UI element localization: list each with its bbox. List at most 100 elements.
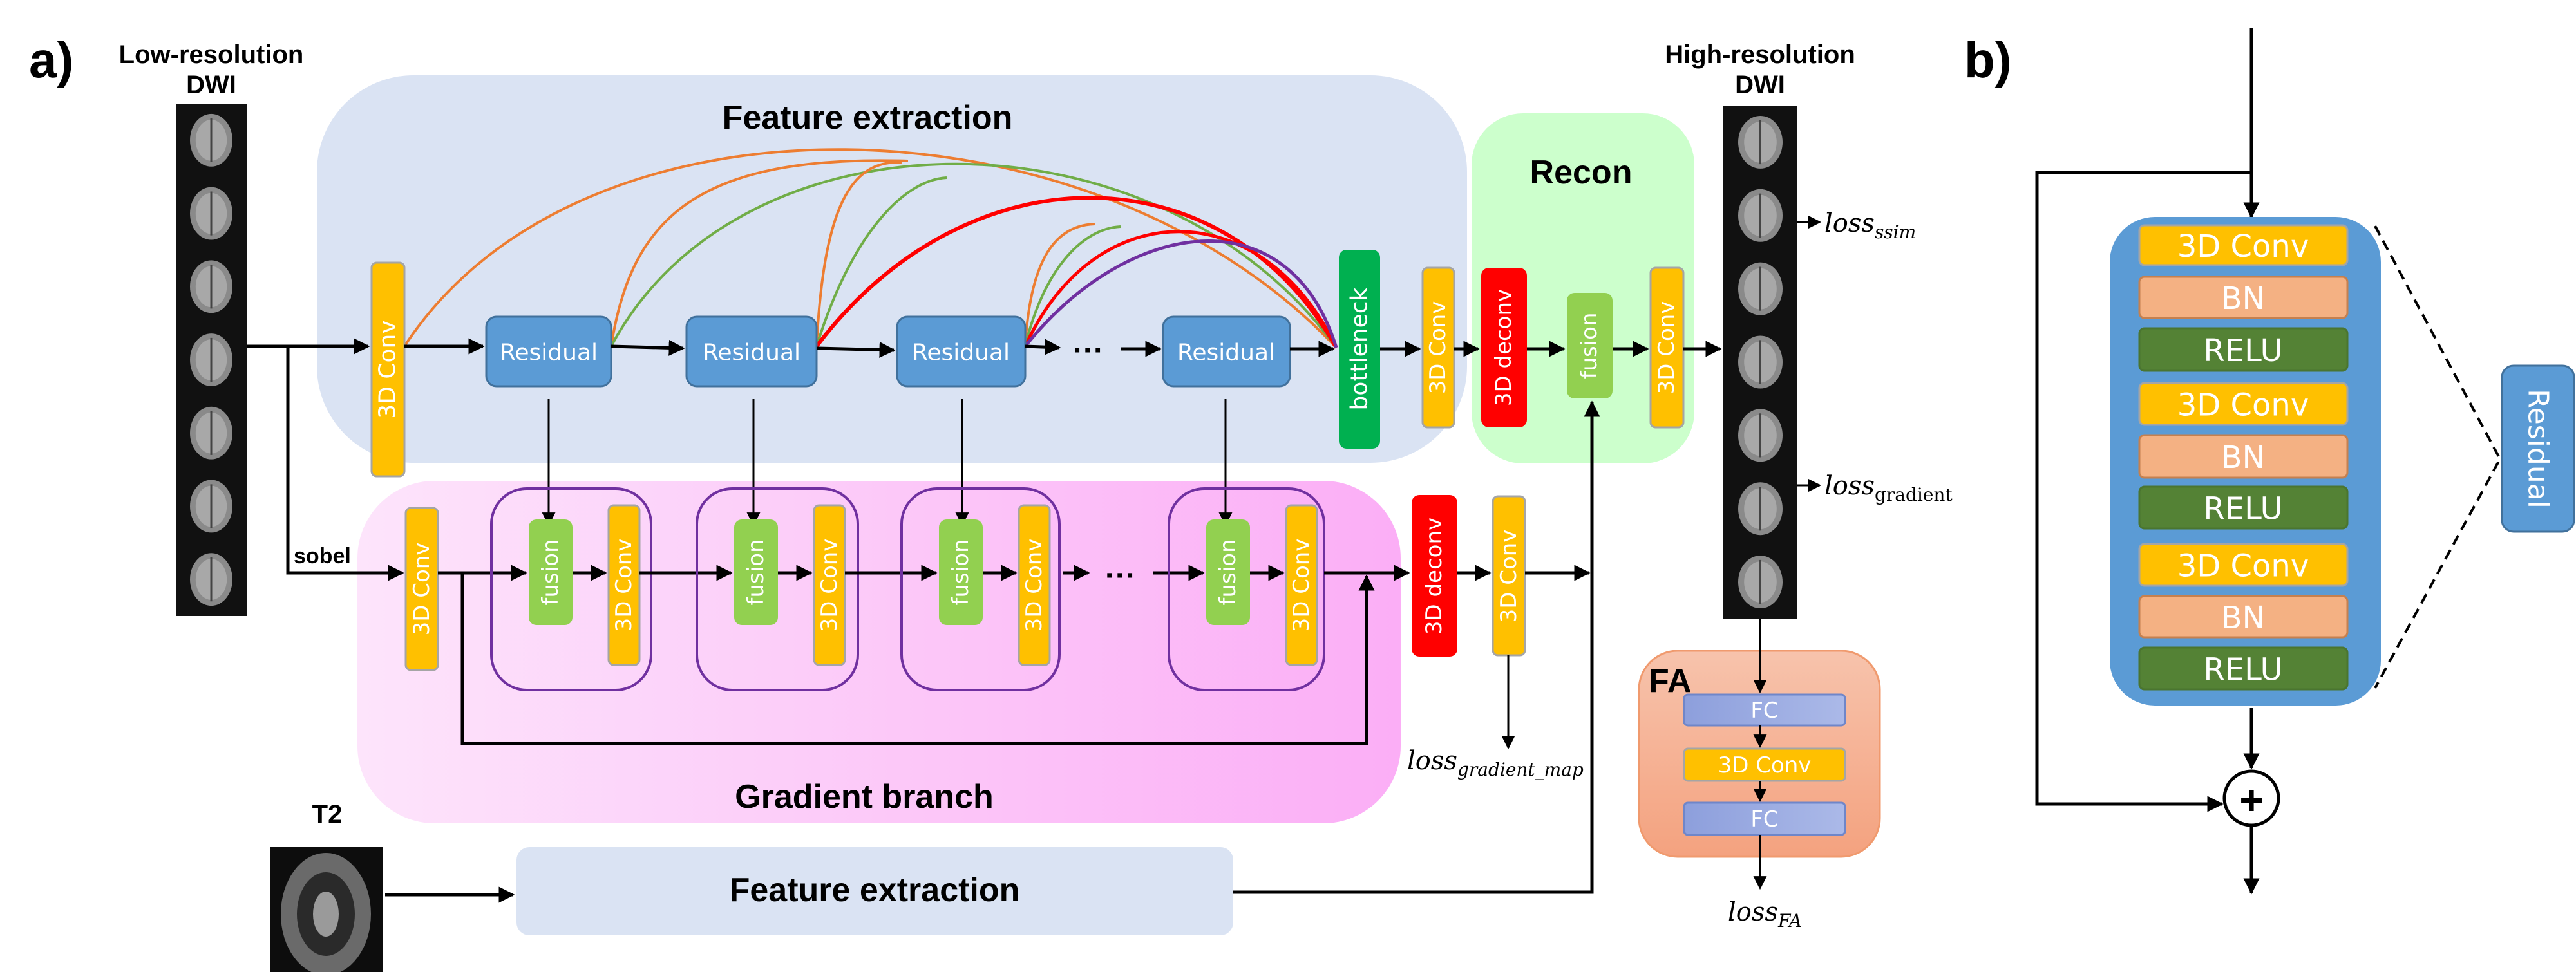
recon-deconv-block bbox=[1481, 268, 1527, 427]
layer-label: BN bbox=[2221, 600, 2266, 636]
fusion-group-4: fusion 3D Conv bbox=[1153, 487, 1325, 691]
residual-summary-block bbox=[2501, 364, 2575, 533]
gb-fusion-label: fusion bbox=[743, 539, 769, 605]
fa-conv-block bbox=[1683, 747, 1846, 782]
recon-fusion-block bbox=[1567, 293, 1613, 398]
layer-label: 3D Conv bbox=[2177, 388, 2309, 424]
input-label-line2: DWI bbox=[186, 71, 236, 99]
arrow bbox=[816, 341, 896, 358]
skip-arc-orange bbox=[815, 160, 902, 347]
skip-arc-green bbox=[815, 176, 947, 347]
arrow-t2-to-fusion bbox=[1233, 400, 1600, 894]
arrow bbox=[1025, 339, 1061, 355]
layer-label: 3D Conv bbox=[2177, 548, 2309, 584]
layer-label: BN bbox=[2221, 440, 2266, 476]
layer-label: RELU bbox=[2203, 491, 2282, 527]
skip-arc-green bbox=[610, 162, 1338, 349]
high-resolution-dwi-image bbox=[1723, 106, 1797, 619]
dense-skip-connections bbox=[403, 148, 1338, 349]
gb-block-conv-label: 3D Conv bbox=[611, 539, 637, 632]
gb-fusion-label: fusion bbox=[948, 539, 974, 605]
arrow bbox=[611, 339, 685, 356]
feature-extraction-title: Feature extraction bbox=[723, 99, 1013, 136]
recon-region bbox=[1472, 113, 1694, 463]
identity-skip-arrow bbox=[2035, 171, 2251, 812]
panel-a-label: a) bbox=[29, 32, 73, 88]
fa-fc1-label: FC bbox=[1750, 698, 1778, 724]
fa-conv-label: 3D Conv bbox=[1718, 752, 1812, 778]
t2-image bbox=[270, 847, 383, 972]
gb-fusion-block bbox=[734, 519, 778, 625]
fusion-group-outline bbox=[490, 487, 652, 691]
gb-conv-label: 3D Conv bbox=[409, 543, 435, 636]
skip-arc-orange bbox=[1024, 223, 1095, 347]
residual-block-n: Residual bbox=[1162, 315, 1291, 388]
fe-ellipsis: ··· bbox=[1073, 333, 1104, 368]
residual-label: Residual bbox=[912, 340, 1010, 366]
fa-title: FA bbox=[1649, 662, 1691, 700]
recon-deconv-label: 3D deconv bbox=[1491, 289, 1517, 406]
input-label-line1: Low-resolution bbox=[119, 41, 304, 69]
gb-block-conv-label: 3D Conv bbox=[1289, 539, 1314, 632]
gb-block-conv-label: 3D Conv bbox=[1021, 539, 1047, 632]
residual-label: Residual bbox=[1177, 340, 1275, 366]
low-resolution-dwi-image bbox=[176, 104, 247, 616]
residual-block-3: Residual bbox=[896, 315, 1027, 388]
layer-bn bbox=[2138, 434, 2349, 479]
sum-plus: + bbox=[2239, 777, 2263, 823]
residual-label: Residual bbox=[500, 340, 598, 366]
bottleneck-label: bottleneck bbox=[1347, 287, 1373, 410]
skip-arc-red bbox=[815, 196, 1338, 349]
skip-arc-green bbox=[1024, 225, 1121, 347]
fusion-group-2: fusion 3D Conv bbox=[639, 487, 859, 691]
output-label-line2: DWI bbox=[1735, 71, 1785, 99]
gb-fusion-block bbox=[939, 519, 983, 625]
gradient-branch-title: Gradient branch bbox=[735, 778, 994, 816]
fusion-group-outline bbox=[900, 487, 1061, 691]
panel-b-label: b) bbox=[1964, 32, 2012, 88]
gb-conv-out-label: 3D Conv bbox=[1496, 530, 1522, 623]
layer-label: RELU bbox=[2203, 652, 2282, 688]
loss-ssim: lossssim bbox=[1824, 209, 1916, 243]
gb-conv-block bbox=[404, 507, 439, 671]
gb-block-conv bbox=[813, 504, 846, 666]
layer-label: RELU bbox=[2203, 333, 2282, 369]
layer-3d-conv bbox=[2138, 543, 2349, 587]
layer-3d-conv bbox=[2138, 224, 2349, 266]
layer-relu bbox=[2138, 646, 2349, 691]
gb-block-conv bbox=[607, 504, 641, 666]
fusion-group-1: fusion 3D Conv bbox=[438, 487, 652, 691]
expansion-dashed-lines bbox=[2374, 225, 2502, 689]
recon-title: Recon bbox=[1530, 154, 1633, 191]
t2-label: T2 bbox=[312, 800, 343, 828]
gb-block-conv bbox=[1285, 504, 1318, 666]
output-label-line1: High-resolution bbox=[1665, 41, 1855, 69]
fa-fc2-label: FC bbox=[1750, 807, 1778, 832]
t2-feature-extraction-label: Feature extraction bbox=[730, 872, 1020, 909]
residual-block-2: Residual bbox=[685, 315, 818, 388]
fusion-group-3: fusion 3D Conv bbox=[845, 487, 1061, 691]
fa-fc2-block bbox=[1683, 801, 1846, 836]
skip-arc-red bbox=[1023, 230, 1338, 349]
gb-fusion-label: fusion bbox=[1215, 539, 1241, 605]
layer-relu bbox=[2138, 327, 2349, 372]
skip-arc-purple bbox=[1024, 239, 1338, 348]
gb-long-skip bbox=[460, 573, 1375, 745]
sobel-label: sobel bbox=[294, 544, 351, 568]
fusion-group-outline bbox=[1168, 487, 1325, 691]
residual-label: Residual bbox=[703, 340, 800, 366]
fa-fc1-block bbox=[1683, 693, 1846, 727]
residual-block-1: Residual bbox=[485, 315, 612, 388]
bottleneck-block bbox=[1339, 250, 1380, 449]
gb-block-conv-label: 3D Conv bbox=[817, 539, 842, 632]
recon-fusion-label: fusion bbox=[1577, 312, 1602, 379]
residual-summary-label: Residual bbox=[2522, 389, 2555, 509]
gb-fusion-block bbox=[529, 519, 573, 625]
gb-deconv-block bbox=[1412, 495, 1457, 657]
gb-fusion-label: fusion bbox=[538, 539, 564, 605]
layer-relu bbox=[2138, 485, 2349, 530]
layer-label: 3D Conv bbox=[2177, 229, 2309, 265]
fe-conv-label: 3D Conv bbox=[375, 320, 401, 418]
fusion-group-outline bbox=[696, 487, 859, 691]
